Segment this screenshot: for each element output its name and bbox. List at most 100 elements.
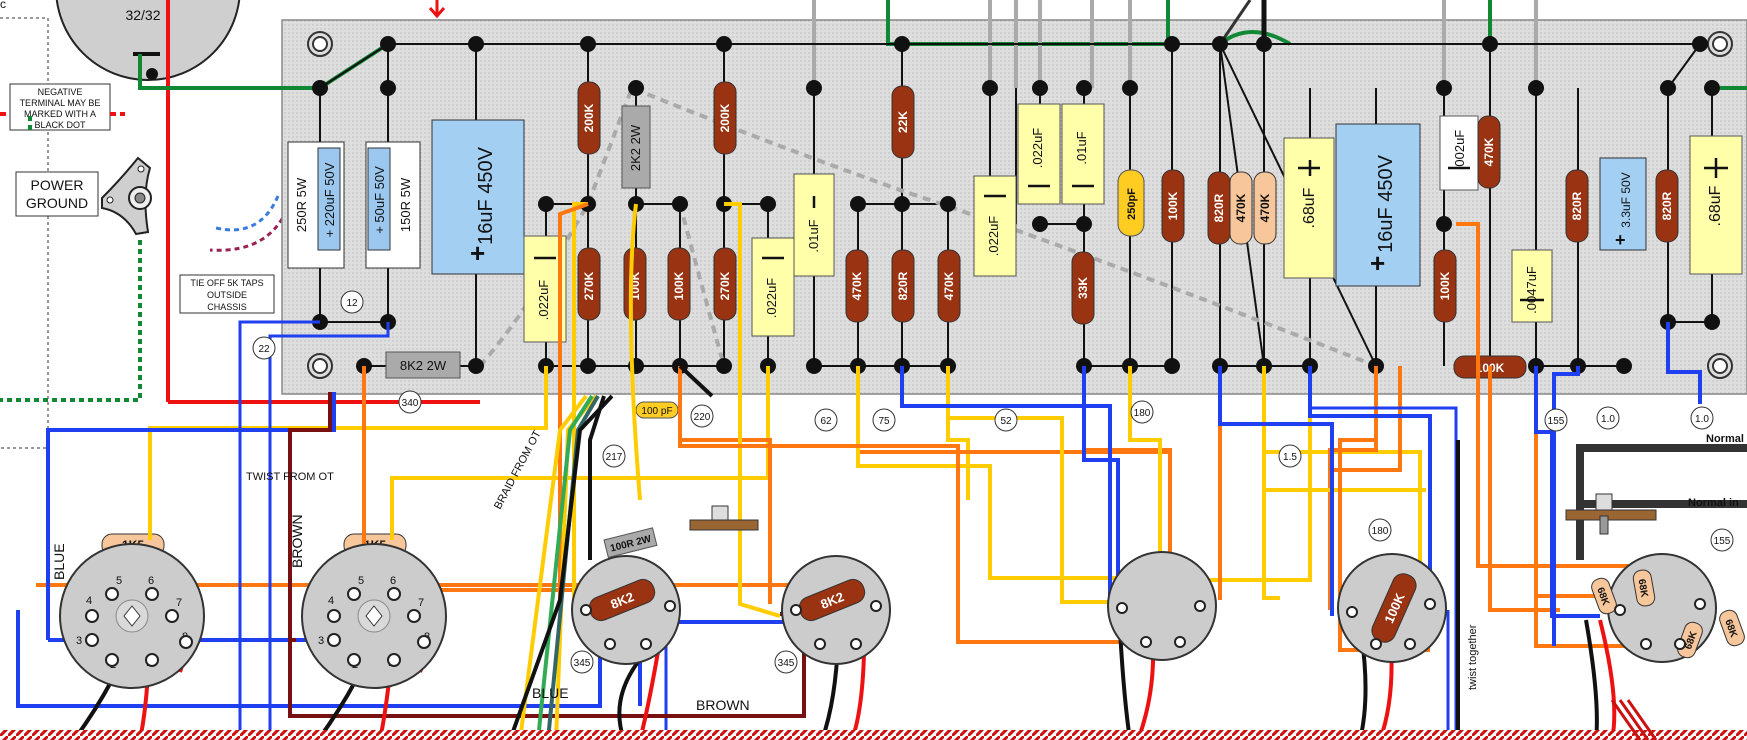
- svg-text:+: +: [1370, 248, 1385, 278]
- svg-text:.022uF: .022uF: [1030, 128, 1045, 169]
- svg-text:100K: 100K: [1166, 191, 1180, 220]
- noval-socket-v5: [1107, 551, 1217, 661]
- cap-50uf: [367, 147, 391, 251]
- svg-text:3.3uF 50V: 3.3uF 50V: [1619, 172, 1633, 227]
- svg-text:+: +: [470, 238, 485, 268]
- svg-text:1.0: 1.0: [1601, 414, 1615, 425]
- svg-text:820R: 820R: [1570, 191, 1584, 220]
- carbon-resistors: 200K 200K 270K 100K 100K 270K 470K 22K 8…: [577, 81, 1679, 379]
- svg-text:470K: 470K: [1482, 137, 1496, 166]
- svg-text:BROWN: BROWN: [696, 697, 750, 713]
- svg-text:270K: 270K: [718, 271, 732, 300]
- eyelets: [312, 36, 1720, 374]
- svg-text:5: 5: [116, 575, 122, 587]
- svg-text:16uF 450V: 16uF 450V: [475, 146, 497, 245]
- svg-text:220: 220: [694, 412, 711, 423]
- svg-text:22K: 22K: [896, 111, 910, 133]
- svg-text:820R: 820R: [1212, 193, 1226, 222]
- svg-text:8K2 2W: 8K2 2W: [400, 358, 447, 373]
- svg-text:4: 4: [86, 595, 92, 607]
- negative-terminal-note: NEGATIVE TERMINAL MAY BE MARKED WITH A B…: [9, 83, 111, 131]
- svg-text:5: 5: [358, 575, 364, 587]
- svg-text:NEGATIVE: NEGATIVE: [38, 87, 83, 97]
- svg-text:.68uF: .68uF: [1707, 185, 1724, 226]
- svg-text:3: 3: [318, 635, 324, 647]
- wire-tags: 22 12 340 217 220 62 75 52 180 155 1.0 1…: [252, 290, 1734, 674]
- svg-text:16uF 450V: 16uF 450V: [1375, 154, 1397, 253]
- power-resistors: 2K2 2W 8K2 2W 100R 2W: [385, 105, 658, 559]
- svg-text:.022uF: .022uF: [536, 280, 551, 321]
- svg-text:100K: 100K: [672, 271, 686, 300]
- svg-text:1.0: 1.0: [1695, 414, 1709, 425]
- svg-text:100 pF: 100 pF: [641, 406, 672, 417]
- svg-text:250pF: 250pF: [1126, 188, 1138, 220]
- filter-cap-value: 32/32: [125, 7, 160, 23]
- svg-text:470K: 470K: [1234, 193, 1248, 222]
- cap-polarity-marks: [534, 158, 1728, 302]
- svg-text:7: 7: [418, 597, 424, 609]
- wire-annotations: TWIST FROM OT BRAID FROM OT BLUE BROWN B…: [51, 428, 1747, 713]
- svg-text:6: 6: [148, 575, 154, 587]
- svg-text:100K: 100K: [1438, 271, 1452, 300]
- svg-text:CHASSIS: CHASSIS: [207, 302, 247, 312]
- svg-text:68K: 68K: [1636, 578, 1650, 599]
- socket-resistors: 8K2 8K2 100K 68K 68K 68K 68K: [588, 569, 1745, 659]
- cap-100pf: 100 pF: [635, 401, 679, 419]
- mounting-screw-icon: [307, 31, 1733, 379]
- svg-text:820R: 820R: [1660, 191, 1674, 220]
- svg-text:.022uF: .022uF: [986, 216, 1001, 257]
- terminal-strip: [689, 493, 1657, 535]
- svg-text:150R 5W: 150R 5W: [398, 177, 413, 232]
- svg-text:345: 345: [574, 658, 591, 669]
- svg-text:2K2 2W: 2K2 2W: [628, 124, 643, 171]
- svg-text:.002uF: .002uF: [1452, 130, 1467, 171]
- cap-220uf-label: + 220uF 50V: [322, 162, 337, 237]
- svg-text:BROWN: BROWN: [289, 514, 305, 568]
- svg-text:340: 340: [402, 398, 419, 409]
- svg-text:180: 180: [1372, 526, 1389, 537]
- svg-text:345: 345: [778, 658, 795, 669]
- svg-text:OUTSIDE: OUTSIDE: [207, 290, 247, 300]
- svg-text:.68uF: .68uF: [1301, 187, 1318, 228]
- cap-16uf-a: 16uF 450V +: [431, 119, 525, 275]
- chassis-outline: [0, 17, 49, 449]
- cap-50uf-label: + 50uF 50V: [372, 166, 387, 234]
- svg-text:470K: 470K: [1258, 193, 1272, 222]
- svg-text:62: 62: [820, 416, 832, 427]
- svg-text:TERMINAL MAY BE: TERMINAL MAY BE: [20, 98, 101, 108]
- svg-text:+: +: [1615, 230, 1626, 250]
- svg-text:12: 12: [346, 298, 358, 309]
- svg-text:POWER: POWER: [31, 177, 84, 193]
- cap-250pf: 250pF: [1117, 169, 1145, 237]
- svg-text:c: c: [0, 0, 6, 11]
- ground-lug-icon: [101, 156, 152, 236]
- svg-text:155: 155: [1714, 536, 1731, 547]
- svg-text:4: 4: [328, 595, 334, 607]
- power-ground-note: POWER GROUND: [15, 171, 99, 217]
- chassis-edge: [0, 730, 1747, 740]
- svg-text:200K: 200K: [718, 103, 732, 132]
- svg-text:155: 155: [1548, 416, 1565, 427]
- svg-text:GROUND: GROUND: [26, 195, 88, 211]
- svg-text:7: 7: [176, 597, 182, 609]
- svg-text:52: 52: [1000, 416, 1012, 427]
- svg-text:Normal in: Normal in: [1688, 497, 1739, 509]
- svg-text:3: 3: [76, 635, 82, 647]
- svg-text:75: 75: [878, 416, 890, 427]
- svg-text:.0047uF: .0047uF: [1524, 266, 1539, 314]
- svg-text:270K: 270K: [582, 271, 596, 300]
- svg-text:180: 180: [1134, 408, 1151, 419]
- cap-3-3uf: 3.3uF 50V +: [1599, 157, 1647, 251]
- svg-text:6: 6: [390, 575, 396, 587]
- svg-text:.01uF: .01uF: [806, 219, 821, 252]
- octal-socket-v2: [301, 543, 447, 689]
- svg-text:22: 22: [258, 344, 270, 355]
- brown-green-black-wires: [72, 364, 1747, 740]
- svg-text:.022uF: .022uF: [764, 278, 779, 319]
- svg-text:BLACK DOT: BLACK DOT: [34, 120, 86, 130]
- svg-text:.01uF: .01uF: [1074, 131, 1089, 164]
- tie-off-note: TIE OFF 5K TAPS OUTSIDE CHASSIS: [179, 274, 275, 314]
- svg-text:Normal i: Normal i: [1706, 433, 1747, 445]
- svg-text:TWIST FROM OT: TWIST FROM OT: [246, 471, 334, 483]
- filter-cap-can: 32/32: [55, 0, 241, 81]
